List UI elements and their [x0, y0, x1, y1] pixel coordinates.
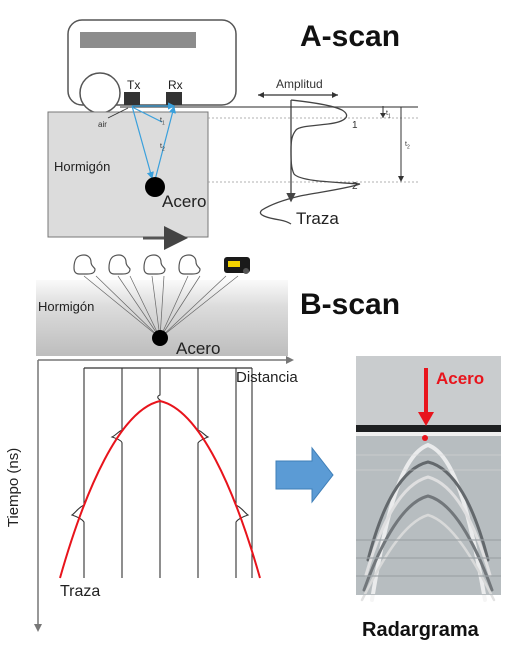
echo-1-label: 1 — [352, 120, 358, 131]
b-scan-traces — [70, 368, 253, 578]
radargram-steel-label: Acero — [436, 369, 485, 388]
b-scan-concrete-label: Hormigón — [38, 299, 95, 314]
b-scan-panel — [34, 254, 294, 632]
echo-2-label: 2 — [352, 181, 358, 192]
a-scan-trace — [259, 99, 361, 225]
b-scan-steel-label: Acero — [176, 339, 221, 358]
device-display — [80, 32, 196, 48]
antenna-positions — [73, 254, 201, 275]
time-axis-label: Tiempo (ns) — [5, 447, 23, 528]
t1-label-outer: t1 — [386, 110, 391, 120]
radargram-title: Radargrama — [362, 619, 479, 641]
steel-bar — [145, 177, 165, 197]
a-scan-steel-label: Acero — [162, 192, 207, 211]
b-scan-trace-label: Traza — [60, 583, 101, 600]
steel-location-dot — [422, 435, 428, 441]
device-wheel — [79, 72, 121, 114]
distance-axis-label: Distancia — [236, 369, 298, 386]
a-scan-trace-label: Traza — [296, 209, 339, 228]
rx-label: Rx — [168, 78, 183, 92]
hyperbola-curve — [59, 399, 261, 579]
t1-label-inner: t1 — [160, 117, 165, 127]
tx-label: Tx — [127, 78, 141, 92]
gpr-unit-icon — [224, 257, 250, 274]
scan-rays — [83, 275, 239, 339]
tx-antenna — [124, 92, 140, 105]
a-scan-concrete-label: Hormigón — [54, 159, 111, 174]
a-scan-panel — [47, 19, 418, 250]
radargram-image — [356, 356, 501, 602]
t2-label-inner: t2 — [160, 143, 165, 153]
air-label: air — [98, 120, 107, 129]
a-scan-title: A-scan — [300, 20, 401, 53]
rx-antenna — [166, 92, 182, 105]
b-scan-title: B-scan — [300, 288, 401, 321]
amplitude-label: Amplitud — [276, 77, 323, 91]
concrete-block — [47, 111, 209, 238]
t2-label-outer: t2 — [405, 141, 410, 151]
transform-arrow — [275, 446, 334, 504]
b-scan-steel-bar — [152, 330, 168, 346]
